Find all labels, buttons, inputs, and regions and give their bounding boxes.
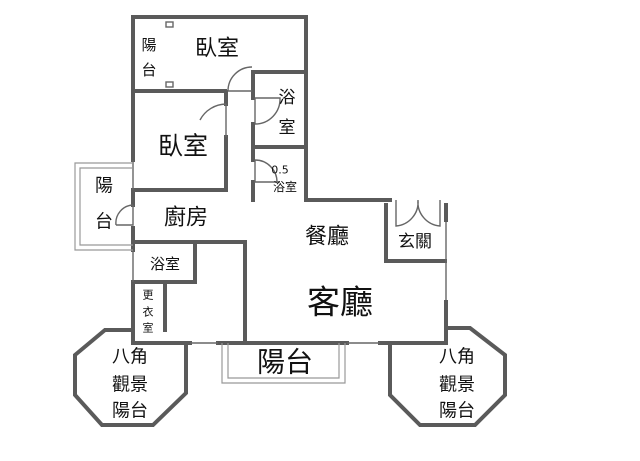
label-dining: 餐廳 bbox=[305, 225, 349, 250]
label-balcony-top: 陽 bbox=[141, 36, 156, 54]
label-balcony-left: 陽 bbox=[95, 176, 113, 197]
label-balcony-bottom: 陽台 bbox=[257, 346, 313, 379]
label-dressing-room: 室 bbox=[143, 321, 154, 335]
doors-windows bbox=[115, 21, 447, 344]
label-bath-right: 浴 bbox=[279, 88, 296, 108]
balcony-railings bbox=[74, 162, 346, 384]
label-octagon-left: 八角 bbox=[112, 347, 148, 368]
label-balcony-top: 台 bbox=[141, 61, 156, 79]
label-half-bath: 浴室 bbox=[273, 179, 297, 194]
label-octagon-left: 陽台 bbox=[112, 401, 148, 422]
label-octagon-left: 觀景 bbox=[112, 375, 148, 396]
label-living: 客廳 bbox=[307, 283, 373, 322]
label-bath-right: 室 bbox=[279, 118, 296, 138]
label-octagon-right: 陽台 bbox=[439, 401, 475, 422]
label-dressing-room: 更 bbox=[143, 289, 154, 302]
label-balcony-left: 台 bbox=[95, 212, 113, 233]
label-bedroom-middle: 臥室 bbox=[158, 132, 208, 161]
label-bedroom-top: 臥室 bbox=[195, 37, 239, 62]
label-octagon-right: 八角 bbox=[439, 347, 475, 368]
label-half-bath-size: 0.5 bbox=[271, 164, 289, 177]
octagon-balcony-right bbox=[388, 326, 507, 427]
label-kitchen: 廚房 bbox=[164, 206, 208, 231]
label-entrance: 玄關 bbox=[398, 232, 432, 252]
octagon-balcony-left bbox=[73, 328, 188, 427]
label-dressing-room: 衣 bbox=[143, 305, 154, 319]
label-bath-left: 浴室 bbox=[150, 255, 180, 273]
label-octagon-right: 觀景 bbox=[439, 375, 475, 396]
